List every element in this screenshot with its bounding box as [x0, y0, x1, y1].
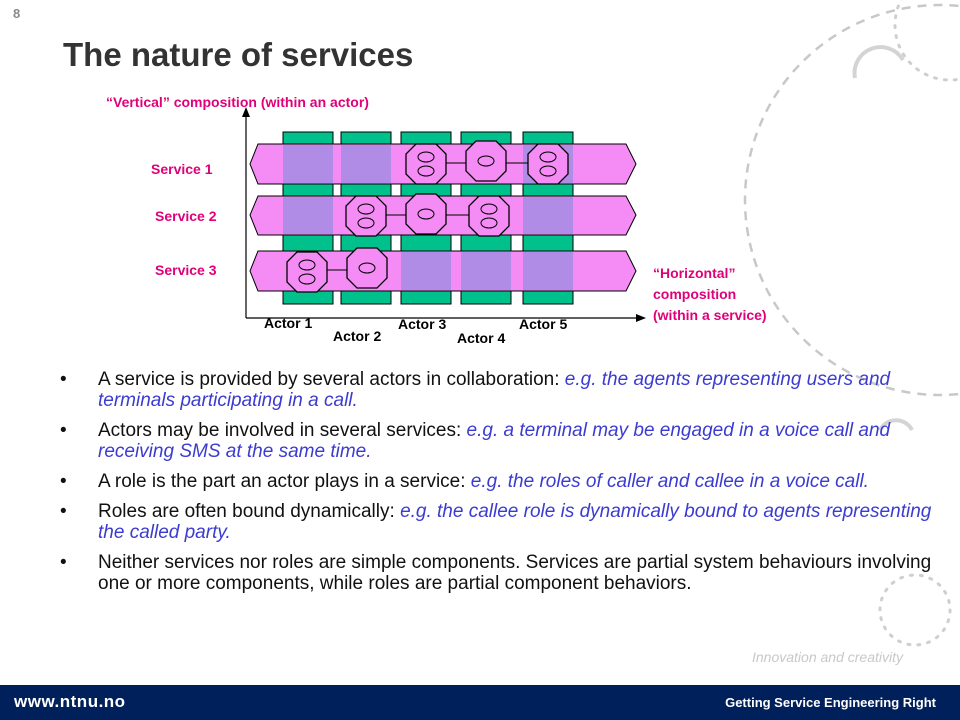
overlap-cell: [461, 252, 511, 290]
deco-circle-bottom: [878, 573, 952, 647]
bullet-example: e.g. the callee role is dynamically boun…: [98, 501, 932, 543]
footer-caption: Getting Service Engineering Right: [725, 695, 936, 710]
horizontal-composition-label: composition: [653, 286, 736, 302]
overlap-cell: [283, 145, 333, 183]
bullet-marker: •: [60, 501, 67, 522]
y-axis-arrow: [242, 107, 250, 117]
overlap-cell: [523, 197, 573, 234]
bullet-example: e.g. the roles of caller and callee in a…: [470, 471, 869, 492]
service-label: Service 1: [151, 161, 213, 177]
deco-circle-large: [743, 3, 960, 397]
deco-arc: [852, 45, 905, 79]
bullet-item: • Roles are often bound dynamically: e.g.…: [60, 501, 940, 543]
role-octagon: [527, 143, 569, 185]
bullet-text: Actors may be involved in several servic…: [98, 420, 467, 441]
bullet-list: • A service is provided by several actors…: [60, 369, 940, 603]
horizontal-composition-label: “Horizontal”: [653, 265, 735, 281]
role-octagon: [468, 195, 510, 237]
actor-label: Actor 3: [398, 316, 446, 332]
bullet-item: • A role is the part an actor plays in a …: [60, 471, 940, 492]
x-axis-arrow: [636, 314, 646, 322]
footer-url[interactable]: www.ntnu.no: [14, 692, 126, 711]
service-label: Service 3: [155, 262, 217, 278]
actor-label: Actor 2: [333, 328, 381, 344]
footer-bar: www.ntnu.no Getting Service Engineering …: [0, 685, 960, 720]
vertical-composition-label: “Vertical” composition (within an actor): [106, 94, 369, 110]
role-octagon: [345, 195, 387, 237]
page-title: The nature of services: [63, 36, 414, 73]
bullet-example: e.g. a terminal may be engaged in a voic…: [98, 420, 891, 462]
faded-slogan: Innovation and creativity: [752, 649, 903, 665]
actor-label: Actor 4: [457, 330, 505, 346]
overlap-cell: [283, 197, 333, 234]
bullet-marker: •: [60, 420, 67, 441]
bullet-item: • Neither services nor roles are simple c…: [60, 552, 940, 594]
role-octagon: [465, 140, 507, 182]
bullet-marker: •: [60, 552, 67, 573]
role-octagon: [346, 247, 388, 289]
bullet-item: • Actors may be involved in several servi…: [60, 420, 940, 462]
deco-arc: [878, 418, 914, 432]
role-octagon: [286, 251, 328, 293]
overlap-cell: [523, 252, 573, 290]
actor-label: Actor 1: [264, 315, 312, 331]
bullet-text: Neither services nor roles are simple co…: [98, 552, 932, 594]
actor-label: Actor 5: [519, 316, 567, 332]
bullet-item: • A service is provided by several actors…: [60, 369, 940, 411]
deco-circle-small: [893, 0, 960, 82]
bullet-example: e.g. the agents representing users and t…: [98, 369, 891, 411]
slide-number: 8: [13, 6, 21, 21]
service-label: Service 2: [155, 208, 217, 224]
horizontal-composition-label: (within a service): [653, 307, 767, 323]
bullet-marker: •: [60, 369, 67, 390]
role-octagon: [405, 143, 447, 185]
overlap-cell: [341, 145, 391, 183]
overlap-cell: [401, 252, 451, 290]
bullet-text: A service is provided by several actors …: [98, 369, 565, 390]
bullet-text: Roles are often bound dynamically:: [98, 501, 401, 522]
role-octagon: [405, 193, 447, 235]
bullet-text: A role is the part an actor plays in a s…: [98, 471, 471, 492]
bullet-marker: •: [60, 471, 67, 492]
